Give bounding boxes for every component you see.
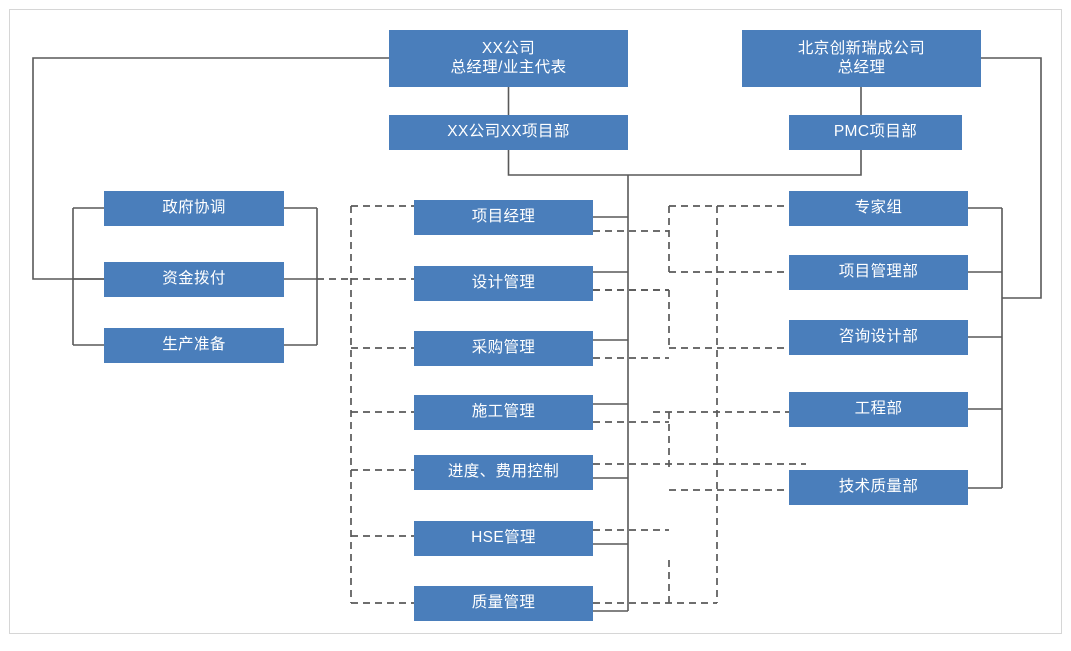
- node-construction-management[interactable]: 施工管理: [414, 395, 593, 430]
- node-pmc-gm[interactable]: 北京创新瑞成公司 总经理: [742, 30, 981, 87]
- node-owner-gm[interactable]: XX公司 总经理/业主代表: [389, 30, 628, 87]
- node-government-coordination[interactable]: 政府协调: [104, 191, 284, 226]
- node-hse-management[interactable]: HSE管理: [414, 521, 593, 556]
- node-project-manager[interactable]: 项目经理: [414, 200, 593, 235]
- node-procurement-management[interactable]: 采购管理: [414, 331, 593, 366]
- wire-pmcgm-right-spine: [981, 57, 1042, 299]
- node-design-management[interactable]: 设计管理: [414, 266, 593, 301]
- wire-owner-to-support: [32, 57, 389, 280]
- node-pmc-project-dept[interactable]: PMC项目部: [789, 115, 962, 150]
- wire-bus-ownerpd: [507, 150, 862, 176]
- node-engineering-dept[interactable]: 工程部: [789, 392, 968, 427]
- diagram-frame: [9, 9, 1062, 634]
- node-project-management-dept[interactable]: 项目管理部: [789, 255, 968, 290]
- node-consulting-design-dept[interactable]: 咨询设计部: [789, 320, 968, 355]
- node-owner-project-dept[interactable]: XX公司XX项目部: [389, 115, 628, 150]
- node-fund-allocation[interactable]: 资金拨付: [104, 262, 284, 297]
- node-technical-quality-dept[interactable]: 技术质量部: [789, 470, 968, 505]
- node-quality-management[interactable]: 质量管理: [414, 586, 593, 621]
- node-schedule-cost-control[interactable]: 进度、费用控制: [414, 455, 593, 490]
- node-expert-group[interactable]: 专家组: [789, 191, 968, 226]
- node-production-preparation[interactable]: 生产准备: [104, 328, 284, 363]
